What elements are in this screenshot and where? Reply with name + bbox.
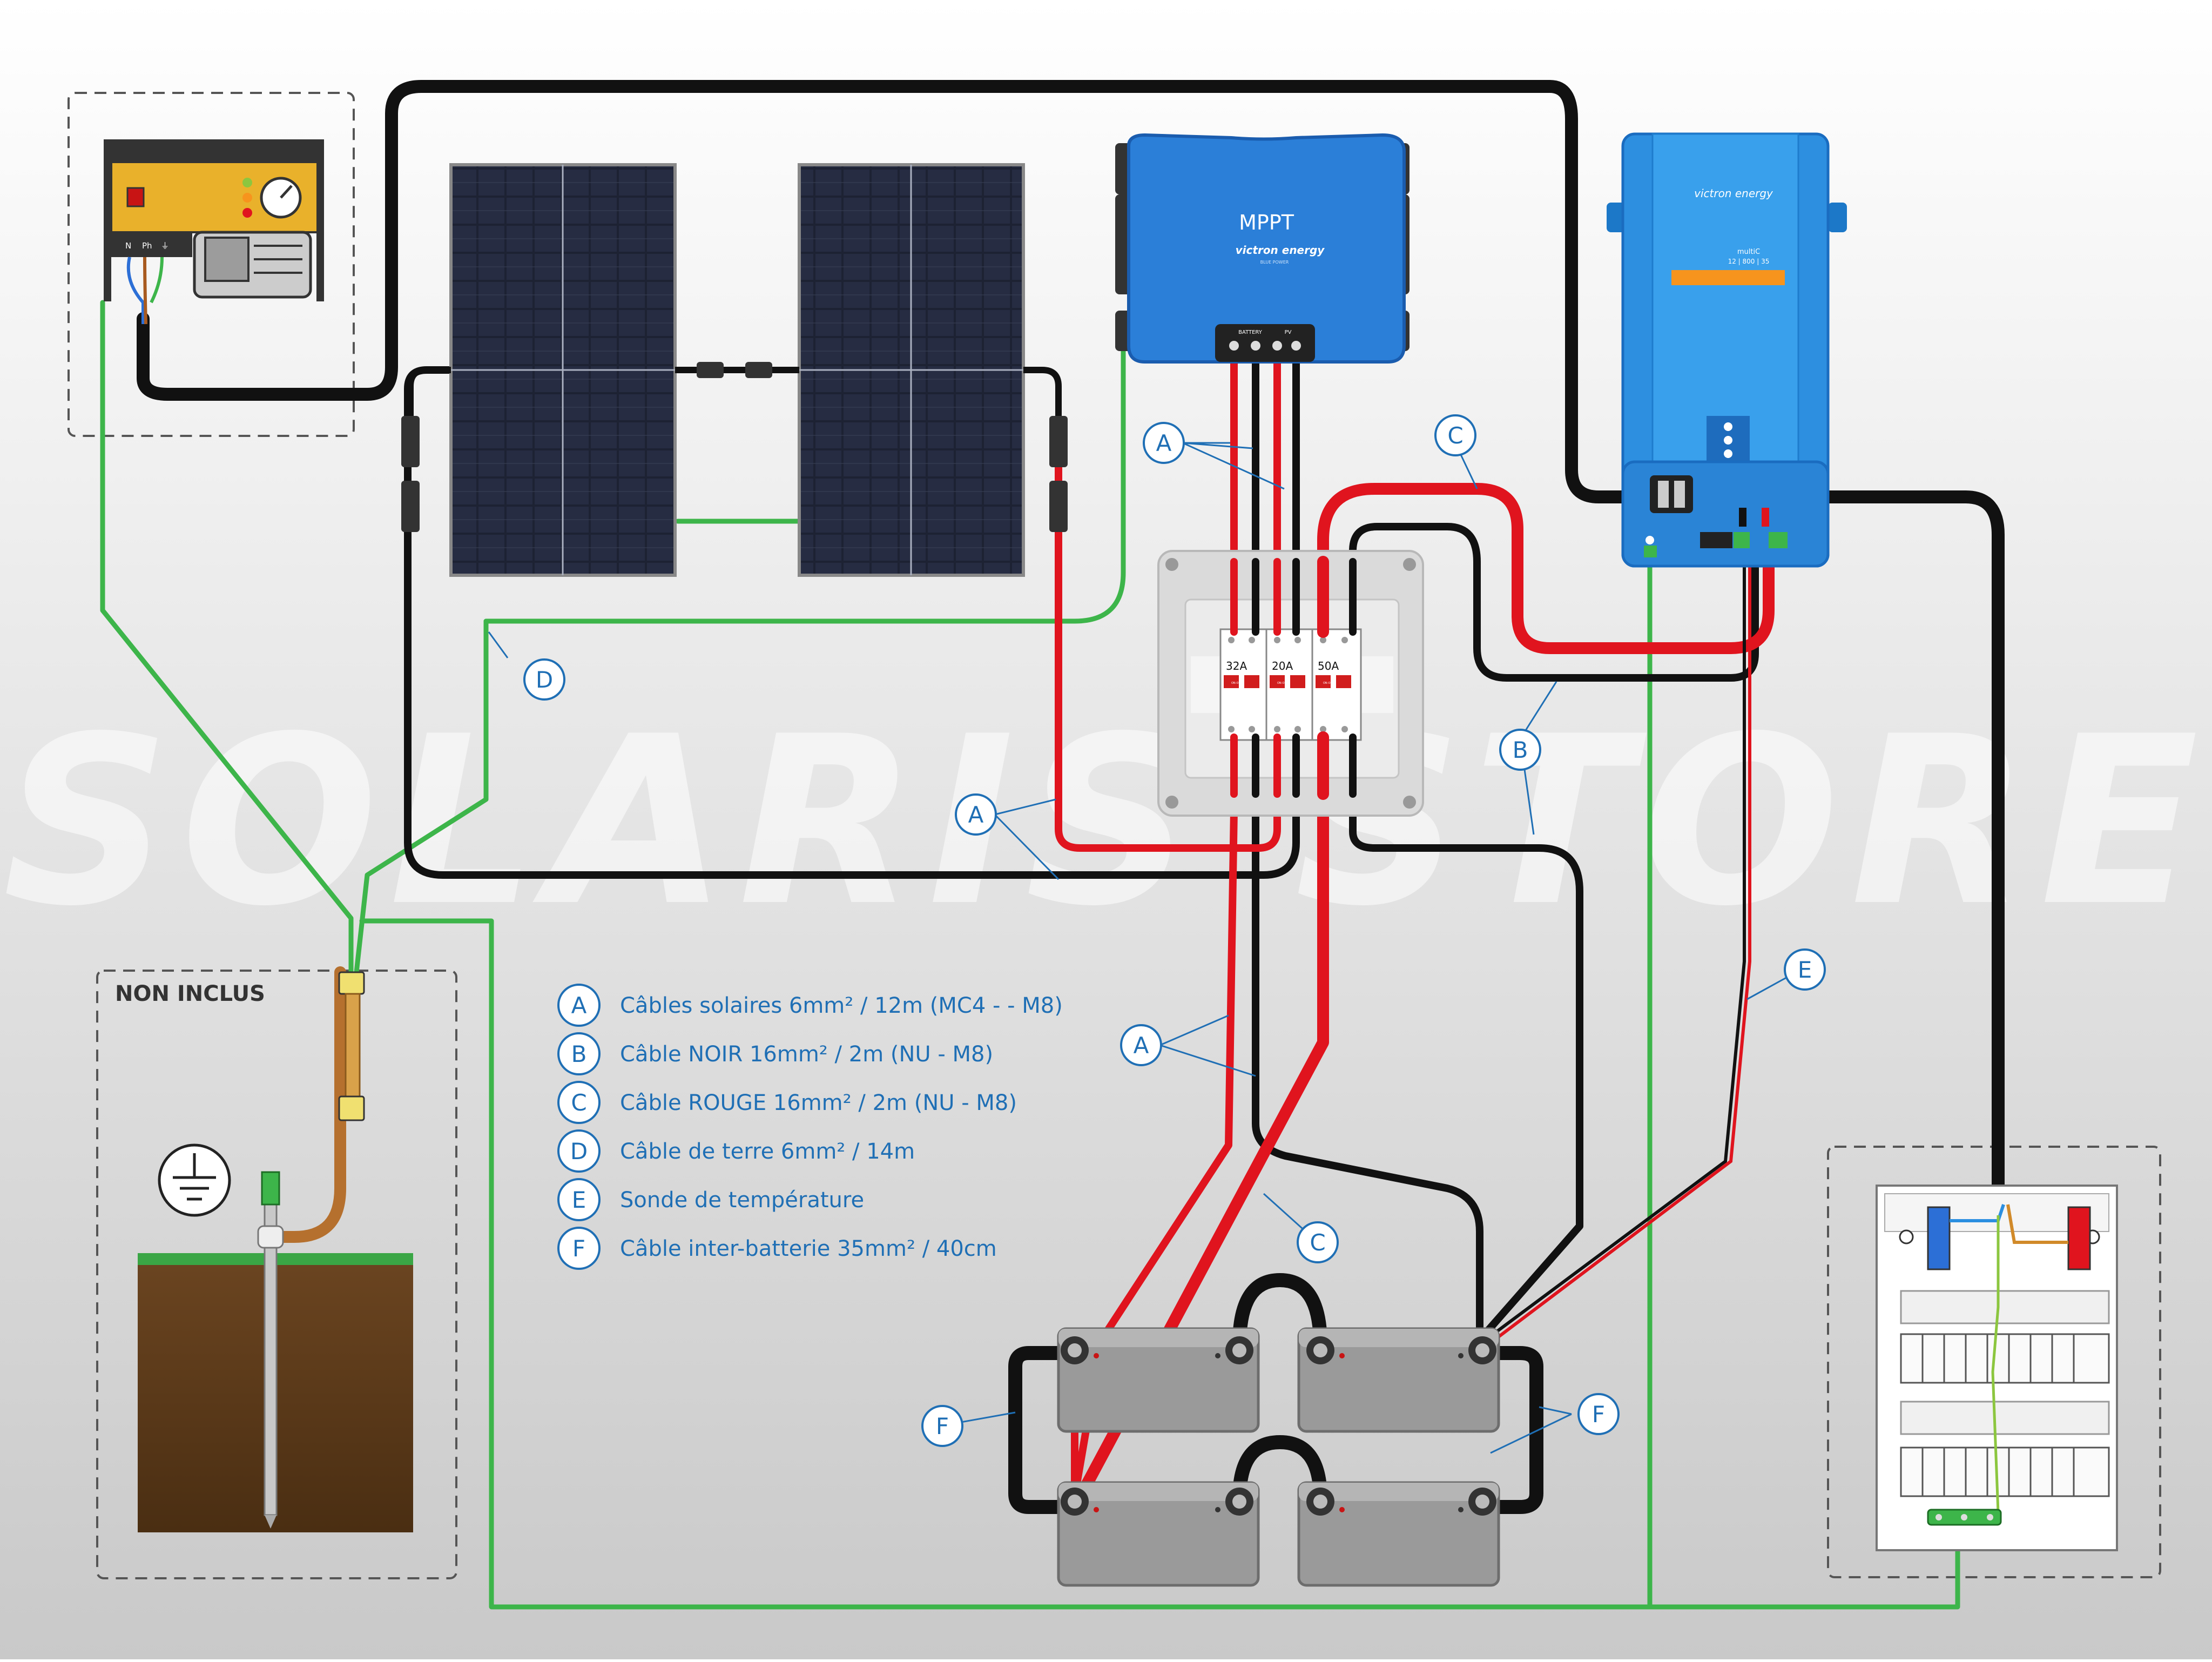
mc4-connector-right <box>1023 367 1068 532</box>
mppt-charge-controller: MPPT victron energy BLUE POWER BATTERY P… <box>1115 133 1410 364</box>
inverter-comm-port <box>1700 532 1732 548</box>
breaker-50a: 50A ON-OFF <box>1311 628 1362 741</box>
battery-3 <box>1057 1481 1260 1587</box>
generator-light-orange <box>242 193 252 203</box>
generator-terminal-block <box>111 232 192 257</box>
generator: N Ph ⏚ <box>104 139 324 325</box>
solar-panel-1 <box>449 163 677 577</box>
mppt-port-battery: BATTERY <box>1238 329 1263 335</box>
breaker-20a: 20A ON-OFF <box>1265 628 1313 741</box>
earth-cable-panels <box>354 618 489 975</box>
mppt-brand-sub: BLUE POWER <box>1260 260 1289 265</box>
earth-cable-mppt <box>483 343 1126 624</box>
mc4-connector-link <box>675 362 799 378</box>
battery-2 <box>1297 1327 1500 1433</box>
enclosure-cable-stubs <box>1230 556 1357 800</box>
breaker-row-bottom <box>1900 1446 2110 1497</box>
mppt-brand: victron energy <box>1236 244 1325 257</box>
mppt-port-pv: PV <box>1285 329 1292 335</box>
battery-negative-to-battery <box>1252 742 1483 1338</box>
earth-clamp-top <box>338 971 365 995</box>
generator-terminal-earth: ⏚ <box>161 241 169 251</box>
generator-terminal-n: N <box>125 241 131 251</box>
generator-frame <box>68 92 355 437</box>
earth-cable-generator <box>100 300 354 975</box>
generator-light-red <box>242 208 252 218</box>
breaker-32a: 32A ON-OFF <box>1219 628 1267 741</box>
battery-4 <box>1297 1481 1500 1587</box>
generator-switch <box>126 187 145 207</box>
breaker-50a-rating: 50A <box>1318 660 1339 672</box>
generator-light-green <box>242 178 252 187</box>
breaker-20a-state: ON-OFF <box>1277 682 1287 685</box>
battery-bank <box>1057 1327 1500 1587</box>
inverter-brand: victron energy <box>1694 187 1773 200</box>
generator-terminal-ph: Ph <box>142 241 152 251</box>
inverter-ac-terminal <box>1650 475 1693 513</box>
breaker-32a-state: ON-OFF <box>1231 682 1242 685</box>
callout-leaders <box>488 435 1802 1454</box>
mppt-label: MPPT <box>1239 211 1294 234</box>
temperature-sensor-cable <box>1481 506 1751 1347</box>
battery-1 <box>1057 1327 1260 1433</box>
earth-cables <box>100 300 1960 1610</box>
earth-ground-icon <box>158 1143 231 1217</box>
inverter-status-bar <box>1671 270 1785 285</box>
inverter-model-line2: 12 | 800 | 35 <box>1728 258 1770 265</box>
neutral-busbar <box>1927 1206 1951 1270</box>
breaker-row: 32A ON-OFF 20A ON-OFF 50A ON-OFF <box>1219 628 1362 741</box>
inter-battery-black <box>1008 1273 1543 1514</box>
breaker-50a-state: ON-OFF <box>1323 682 1333 685</box>
earth-cable-main-loop <box>359 918 1960 1610</box>
phase-busbar <box>2067 1206 2091 1270</box>
not-included-label: NON INCLUS <box>115 981 265 1006</box>
watermark: SOLARIS STORE <box>3 687 2209 957</box>
ac-distribution-panel <box>1876 1185 2118 1551</box>
inverter-model-line1: multiC <box>1737 248 1760 256</box>
breaker-20a-rating: 20A <box>1272 660 1293 672</box>
solar-panel-2 <box>798 163 1025 577</box>
mc4-connector-left <box>401 367 451 532</box>
pv-positive-cable <box>1055 423 1281 852</box>
ac-input-ac-output-cable <box>137 80 2005 1211</box>
black-cables <box>137 80 2005 1211</box>
ground-rod-assembly <box>138 966 413 1532</box>
inverter-charger: victron energy multiC 12 | 800 | 35 <box>1607 132 1847 568</box>
inverter-negative-to-battery <box>1349 742 1583 1341</box>
earth-clamp-bottom <box>338 1095 365 1121</box>
ground-rod-frame <box>96 970 457 1579</box>
breaker-row-top <box>1900 1333 2110 1384</box>
breaker-32a-rating: 32A <box>1226 660 1247 672</box>
